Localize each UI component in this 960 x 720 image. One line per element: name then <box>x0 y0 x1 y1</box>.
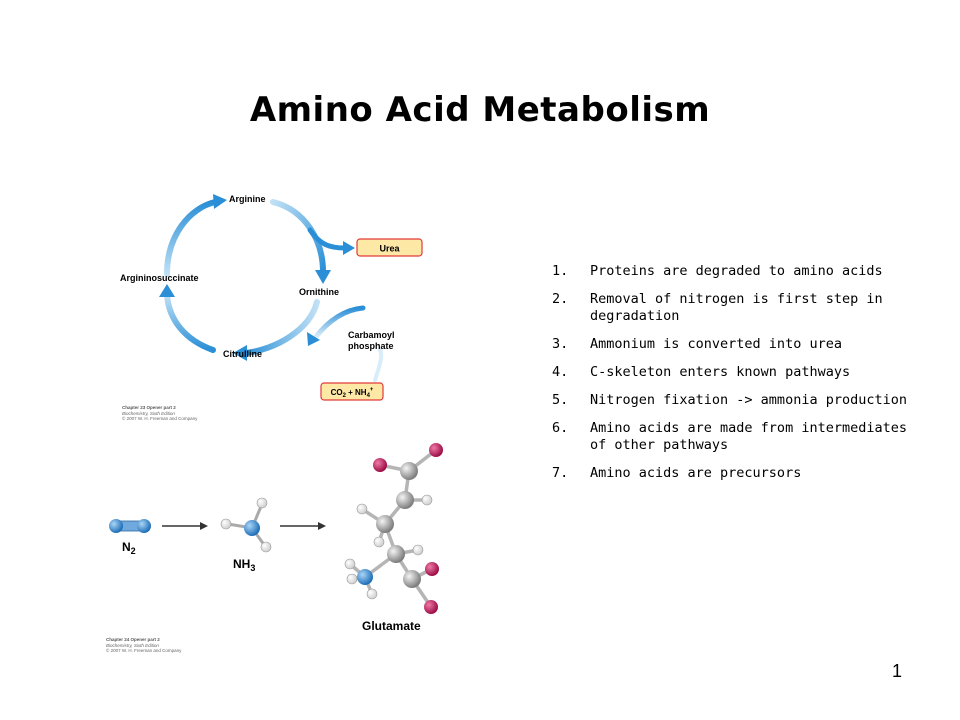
reaction-arrow <box>162 522 208 530</box>
carbamoyl-label-line2: phosphate <box>348 341 394 351</box>
ornithine-label: Ornithine <box>299 287 339 297</box>
list-number: 4. <box>552 364 569 380</box>
list-text: Proteins are degraded to amino acids <box>590 263 883 279</box>
arrowhead-to-ornithine <box>315 270 331 284</box>
list-text: C-skeleton enters known pathways <box>590 364 851 380</box>
carbamoyl-feed-arrow <box>312 305 366 341</box>
nitrogen-fixation-figure: N2 NH3 <box>109 443 443 633</box>
arginine-label: Arginine <box>229 194 266 204</box>
co2-nh4-box <box>320 382 384 401</box>
nh3-label: NH3 <box>233 557 255 573</box>
cycle-arrow-to-arginine <box>164 199 218 277</box>
urea-box <box>356 238 423 257</box>
arrowhead-from-carbamoyl <box>307 332 320 346</box>
list-text: Amino acids are precursors <box>590 465 802 481</box>
arrowhead-to-urea <box>343 241 355 255</box>
n2-molecule <box>109 519 151 533</box>
list-item: 6. Amino acids are made from intermediate… <box>552 420 912 454</box>
co2-nh4-label: CO2 + NH4+ <box>331 387 374 399</box>
urea-branch-arrow <box>307 227 348 251</box>
list-number: 1. <box>552 263 569 279</box>
credit-line: © 2007 W. H. Freeman and Company <box>122 416 198 421</box>
n2-label: N2 <box>122 540 136 556</box>
cycle-arrow-to-citrulline <box>242 299 320 356</box>
page-number: 1 <box>891 661 902 681</box>
list-text: Nitrogen fixation -> ammonia production <box>590 392 907 408</box>
metabolism-points-list: 1. Proteins are degraded to amino acids 2… <box>552 263 912 493</box>
credit-line: Biochemistry, Sixth Edition <box>106 642 159 648</box>
glutamate-label: Glutamate <box>362 619 421 633</box>
co2-feed-arrow <box>373 348 384 382</box>
list-item: 7. Amino acids are precursors <box>552 465 912 482</box>
list-item: 5. Nitrogen fixation -> ammonia productio… <box>552 392 912 409</box>
credit-line: Biochemistry, Sixth Edition <box>122 410 175 416</box>
figure-credit-urea: Chapter 23 Opener part 2 Biochemistry, S… <box>122 405 197 422</box>
list-number: 3. <box>552 336 569 352</box>
list-item: 2. Removal of nitrogen is first step in d… <box>552 291 912 325</box>
list-text: Removal of nitrogen is first step in deg… <box>590 291 883 324</box>
carbamoyl-label-line1: Carbamoyl <box>348 330 395 340</box>
list-number: 6. <box>552 420 569 436</box>
credit-line: Chapter 24 Opener part 2 <box>106 637 160 642</box>
reaction-arrow <box>280 522 326 530</box>
urea-cycle-figure: Urea CO2 + NH4+ Arginine Argininosuccina… <box>120 194 423 401</box>
urea-label: Urea <box>379 244 400 254</box>
arrowhead-to-citrulline <box>233 345 247 361</box>
glutamate-molecule <box>344 443 443 614</box>
credit-line: Chapter 23 Opener part 2 <box>122 405 176 410</box>
list-number: 2. <box>552 291 569 307</box>
list-number: 7. <box>552 465 569 481</box>
argininosuccinate-label: Argininosuccinate <box>120 273 199 283</box>
list-item: 1. Proteins are degraded to amino acids <box>552 263 912 280</box>
cycle-arrow-to-argininosuccinate <box>164 292 216 353</box>
arrowhead-to-arginine <box>213 194 227 209</box>
list-text: Ammonium is converted into urea <box>590 336 842 352</box>
nh3-molecule <box>220 497 272 553</box>
list-text: Amino acids are made from intermediates … <box>590 420 907 453</box>
list-item: 3. Ammonium is converted into urea <box>552 336 912 353</box>
citrulline-label: Citrulline <box>223 349 262 359</box>
list-number: 5. <box>552 392 569 408</box>
slide-title: Amino Acid Metabolism <box>249 90 711 130</box>
credit-line: © 2007 W. H. Freeman and Company <box>106 648 182 653</box>
figure-credit-nitrogen: Chapter 24 Opener part 2 Biochemistry, S… <box>106 637 181 654</box>
list-item: 4. C-skeleton enters known pathways <box>552 364 912 381</box>
arrowhead-to-argininosuccinate <box>159 284 175 297</box>
